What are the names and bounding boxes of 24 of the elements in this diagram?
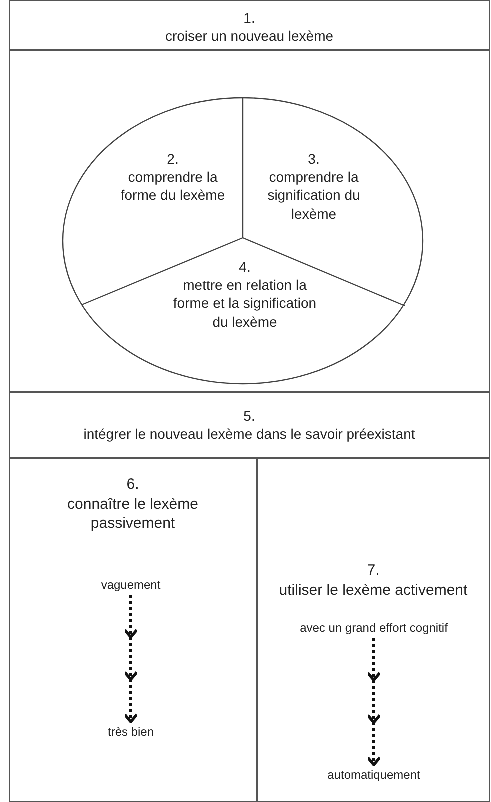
step-number: 4. [239,258,251,276]
table-cell [9,0,490,50]
step-number: 2. [167,150,179,168]
dotted-arrow [125,595,137,723]
label-text: avec un grand effort cognitif [300,621,448,635]
table-cell [9,458,257,802]
label-text: très bien [108,725,154,739]
step-number: 5. [244,407,256,426]
table-cell [9,392,490,458]
step-text: croiser un nouveau lexème [165,27,334,46]
step-number: 7. [367,561,380,580]
step-text: utiliser le lexème activement [279,580,468,600]
step-number: 6. [126,475,140,494]
label-text: automatiquement [328,768,420,782]
step-text: intégrer le nouveau lexème dans le savoir préexistant [84,425,416,444]
step-text: comprendre la signification du lexème [266,168,362,223]
step-text: comprendre la forme du lexème [120,168,226,205]
step-number: 3. [308,150,320,168]
step-text: mettre en relation la forme et la signification du lexème [172,276,318,331]
table-cell [257,458,490,802]
step-text: connaître le lexème passivement [66,494,200,534]
dotted-arrow [368,638,380,766]
label-text: vaguement [101,578,161,592]
step-number: 1. [244,9,256,28]
